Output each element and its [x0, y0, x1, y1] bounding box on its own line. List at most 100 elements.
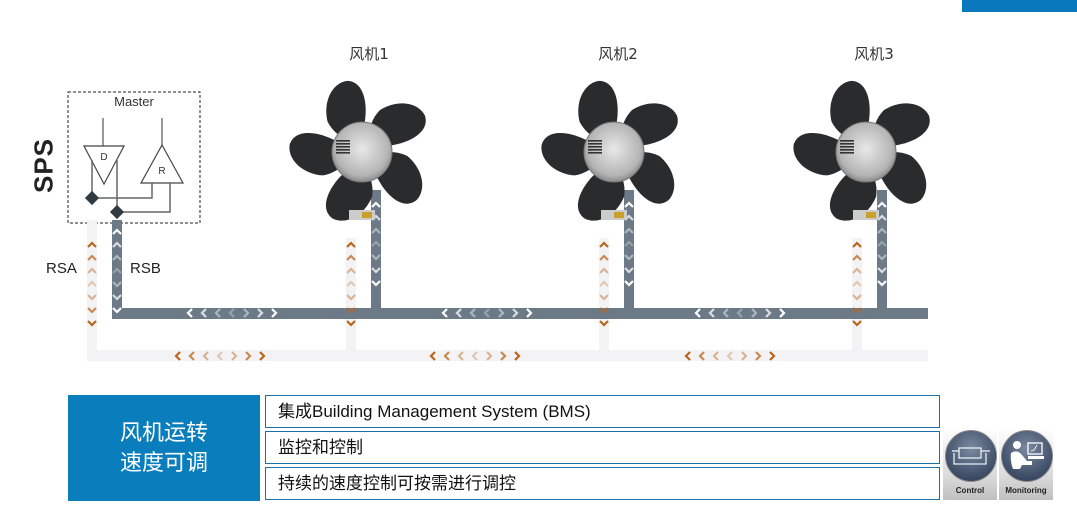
summary-title-box: 风机运转 速度可调 — [68, 395, 260, 501]
signal-chevron — [726, 351, 733, 361]
signal-chevron — [877, 227, 887, 234]
signal-chevron — [599, 320, 609, 327]
signal-chevron — [371, 280, 381, 287]
signal-chevron — [441, 308, 448, 318]
signal-chevron — [684, 351, 691, 361]
signal-chevron — [852, 280, 862, 287]
signal-chevron — [371, 240, 381, 247]
signal-chevron — [271, 308, 278, 318]
signal-chevron — [245, 351, 252, 361]
signal-chevron — [112, 294, 122, 301]
signal-chevron — [694, 308, 701, 318]
signal-chevron — [87, 254, 97, 261]
fan-3-label: 风机3 — [854, 45, 894, 63]
summary-title-line1: 风机运转 — [119, 420, 208, 445]
signal-chevron — [87, 267, 97, 274]
signal-chevron — [500, 351, 507, 361]
bus-diagram: Master D R RSA RSB 风机1 风机2 风机3 — [46, 45, 930, 361]
signal-chevron — [188, 351, 195, 361]
feature-row-monitoring: 监控和控制 — [265, 431, 940, 464]
signal-chevron — [346, 267, 356, 274]
signal-chevron — [599, 307, 609, 314]
signal-chevron — [779, 308, 786, 318]
signal-chevron — [698, 351, 705, 361]
signal-chevron — [112, 281, 122, 288]
signal-chevron — [112, 241, 122, 248]
signal-chevron — [526, 308, 533, 318]
signal-chevron — [214, 308, 221, 318]
signal-chevron — [852, 241, 862, 248]
signal-chevron — [112, 254, 122, 261]
signal-chevron — [483, 308, 490, 318]
signal-chevron — [877, 280, 887, 287]
signal-chevron — [514, 351, 521, 361]
signal-chevron — [346, 294, 356, 301]
signal-chevron — [624, 267, 634, 274]
signal-chevron — [624, 201, 634, 208]
signal-chevron — [346, 254, 356, 261]
signal-chevron — [429, 351, 436, 361]
signal-chevron — [346, 307, 356, 314]
signal-chevron — [200, 308, 207, 318]
signal-chevron — [87, 280, 97, 287]
master-box: Master D R — [67, 91, 201, 224]
signal-chevron — [231, 351, 238, 361]
signal-chevron — [852, 267, 862, 274]
rsa-bus — [87, 220, 928, 361]
control-badge-label: Control — [955, 486, 985, 495]
signal-chevron — [599, 254, 609, 261]
signal-chevron — [87, 294, 97, 301]
signal-chevron — [243, 308, 250, 318]
fan-1-label: 风机1 — [349, 45, 389, 63]
signal-chevron — [512, 308, 519, 318]
signal-chevron — [371, 267, 381, 274]
driver-label: D — [100, 152, 107, 163]
control-diagram-icon — [945, 430, 997, 482]
fan-1-image — [289, 80, 426, 221]
signal-chevron — [769, 351, 776, 361]
signal-chevron — [877, 240, 887, 247]
signal-chevron — [751, 308, 758, 318]
fan-2-label: 风机2 — [598, 45, 638, 63]
signal-chevron — [599, 241, 609, 248]
signal-chevron — [599, 294, 609, 301]
signal-chevron — [346, 320, 356, 327]
signal-chevron — [722, 308, 729, 318]
signal-chevron — [624, 280, 634, 287]
signal-chevron — [174, 351, 181, 361]
signal-chevron — [216, 351, 223, 361]
rsb-bus — [112, 190, 928, 319]
signal-chevron — [346, 280, 356, 287]
signal-chevron — [755, 351, 762, 361]
receiver-symbol — [139, 143, 185, 184]
signal-chevron — [624, 227, 634, 234]
signal-chevron — [852, 254, 862, 261]
signal-chevron — [186, 308, 193, 318]
signal-chevron — [498, 308, 505, 318]
signal-chevron — [87, 320, 97, 327]
signal-chevron — [599, 280, 609, 287]
signal-chevron — [708, 308, 715, 318]
signal-chevron — [455, 308, 462, 318]
signal-chevron — [87, 307, 97, 314]
control-badge: Control — [943, 428, 997, 500]
monitoring-badge: Monitoring — [999, 428, 1053, 500]
driver-symbol — [83, 145, 125, 186]
fan-3-image — [793, 80, 930, 221]
signal-chevron — [469, 308, 476, 318]
signal-chevron — [443, 351, 450, 361]
monitoring-person-icon — [1001, 430, 1053, 482]
signal-chevron — [371, 227, 381, 234]
signal-chevron — [852, 307, 862, 314]
signal-chevron — [877, 214, 887, 221]
summary-title-line2: 速度可调 — [119, 450, 208, 475]
signal-chevron — [852, 294, 862, 301]
signal-chevron — [257, 308, 264, 318]
signal-chevron — [202, 351, 209, 361]
signal-chevron — [371, 201, 381, 208]
rsa-label: RSA — [46, 260, 77, 277]
signal-chevron — [852, 320, 862, 327]
signal-chevron — [736, 308, 743, 318]
master-label: Master — [114, 94, 154, 109]
signal-chevron — [741, 351, 748, 361]
